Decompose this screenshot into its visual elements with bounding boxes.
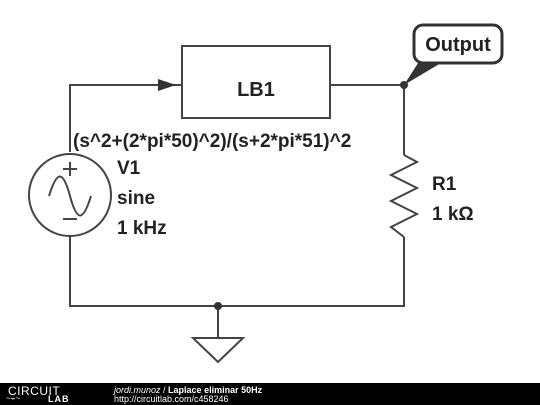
laplace-block[interactable] [181,45,331,119]
logo-wave-icon: ~⌁~ [6,394,21,403]
junction-dot-ground [214,302,222,310]
output-label[interactable]: Output [404,23,504,85]
source-frequency: 1 kHz [117,218,167,239]
block-name: LB1 [237,79,275,101]
circuitlab-logo-top: CIRCUIT [8,384,61,398]
resistor-value: 1 kΩ [432,204,474,225]
credit-separator: / [160,385,169,395]
output-label-text: Output [425,34,491,56]
voltage-source[interactable] [28,153,112,237]
circuit-schematic: LB1 (s^2+(2*pi*50)^2)/(s+2*pi*51)^2 V1 s… [28,23,504,364]
circuitlab-logo-bottom: LAB [48,394,70,404]
source-name: V1 [117,158,141,179]
resistor[interactable] [388,154,420,238]
footer: CIRCUIT ~⌁~ LAB jordi.munoz / Laplace el… [0,383,540,405]
resistor-name: R1 [432,174,457,195]
wires [69,84,405,338]
circuit-url[interactable]: http://circuitlab.com/c458246 [114,394,229,404]
output-pointer [404,60,446,85]
wire-source-to-block [69,84,182,152]
credit-line: jordi.munoz / Laplace eliminar 50Hz [114,385,262,395]
circuit-title: Laplace eliminar 50Hz [168,385,263,395]
signal-arrow-icon [158,79,176,91]
sine-wave-icon [48,175,92,217]
author-link[interactable]: jordi.munoz [114,385,161,395]
block-transfer-function: (s^2+(2*pi*50)^2)/(s+2*pi*51)^2 [73,131,351,152]
ground-icon [190,337,246,364]
wire-resistor-to-ground [69,237,405,307]
source-type: sine [117,188,155,209]
plus-icon [63,162,77,176]
